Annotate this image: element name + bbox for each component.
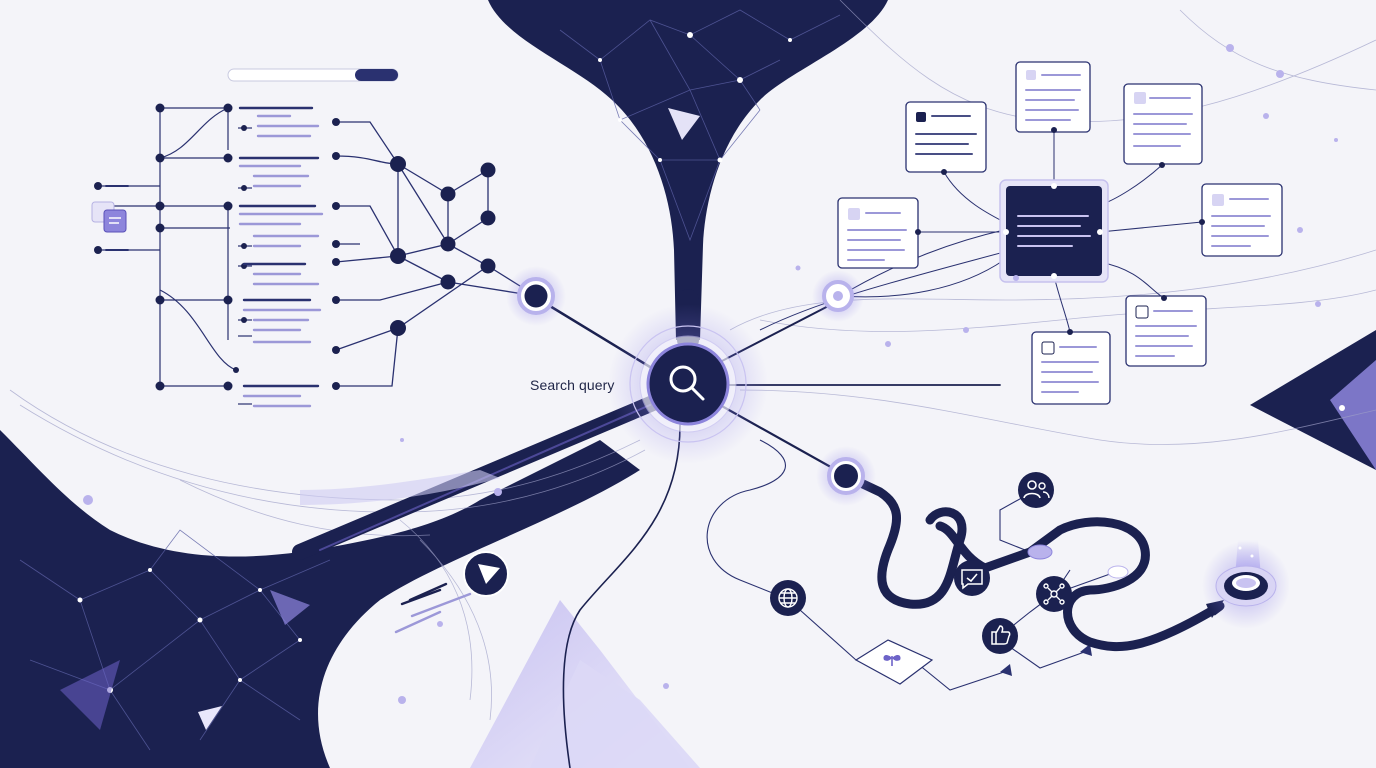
right-light-shard bbox=[1330, 360, 1376, 470]
doc-card-5 bbox=[1199, 183, 1283, 257]
sprout-icon bbox=[854, 639, 934, 685]
graph-nodes bbox=[332, 118, 496, 390]
light-ribbon bbox=[300, 470, 500, 505]
bottom-left-dark-shape bbox=[0, 430, 640, 768]
doc-stack-icon-front bbox=[103, 209, 127, 233]
road-marker-2 bbox=[1107, 565, 1129, 579]
doc-card-1 bbox=[905, 101, 987, 175]
play-node-arrow-icon bbox=[478, 564, 500, 584]
search-hub[interactable] bbox=[646, 342, 730, 426]
top-funnel-shape bbox=[488, 0, 888, 340]
floating-text-lines bbox=[394, 582, 472, 634]
network-icon bbox=[1036, 576, 1072, 612]
tree-text-lines bbox=[238, 106, 324, 408]
sparkles bbox=[83, 44, 1345, 704]
search-hub-ring bbox=[629, 325, 747, 443]
journey-arrowheads bbox=[1000, 644, 1092, 676]
right-dark-shard bbox=[1250, 330, 1376, 470]
funnel-nodes bbox=[598, 32, 792, 163]
road-marker bbox=[1027, 544, 1053, 560]
doc-card-6 bbox=[1125, 295, 1207, 367]
globe-icon bbox=[770, 580, 806, 616]
chat-check-icon bbox=[954, 560, 990, 596]
thumbs-up-icon bbox=[982, 618, 1018, 654]
search-query-label: Search query bbox=[530, 377, 615, 393]
doc-card-4 bbox=[837, 197, 921, 269]
graph-edges bbox=[335, 121, 537, 387]
target-ring-icon bbox=[1202, 540, 1290, 629]
people-icon bbox=[1018, 472, 1054, 508]
doc-card-featured bbox=[999, 179, 1109, 283]
doc-card-3 bbox=[1123, 83, 1203, 168]
magnifier-icon bbox=[669, 365, 705, 401]
facet-triangle bbox=[60, 660, 120, 730]
facet-triangle-2 bbox=[270, 590, 310, 625]
doc-card-2 bbox=[1015, 61, 1091, 133]
play-arrow-icon bbox=[668, 108, 700, 140]
doc-card-7 bbox=[1031, 329, 1111, 405]
left-labels bbox=[105, 185, 129, 251]
tree-nodes bbox=[94, 103, 247, 391]
tree-lines bbox=[98, 107, 252, 405]
progress-fill bbox=[355, 69, 398, 81]
bottom-facet-shape-2 bbox=[530, 660, 700, 768]
facet-triangle-3 bbox=[198, 706, 222, 730]
